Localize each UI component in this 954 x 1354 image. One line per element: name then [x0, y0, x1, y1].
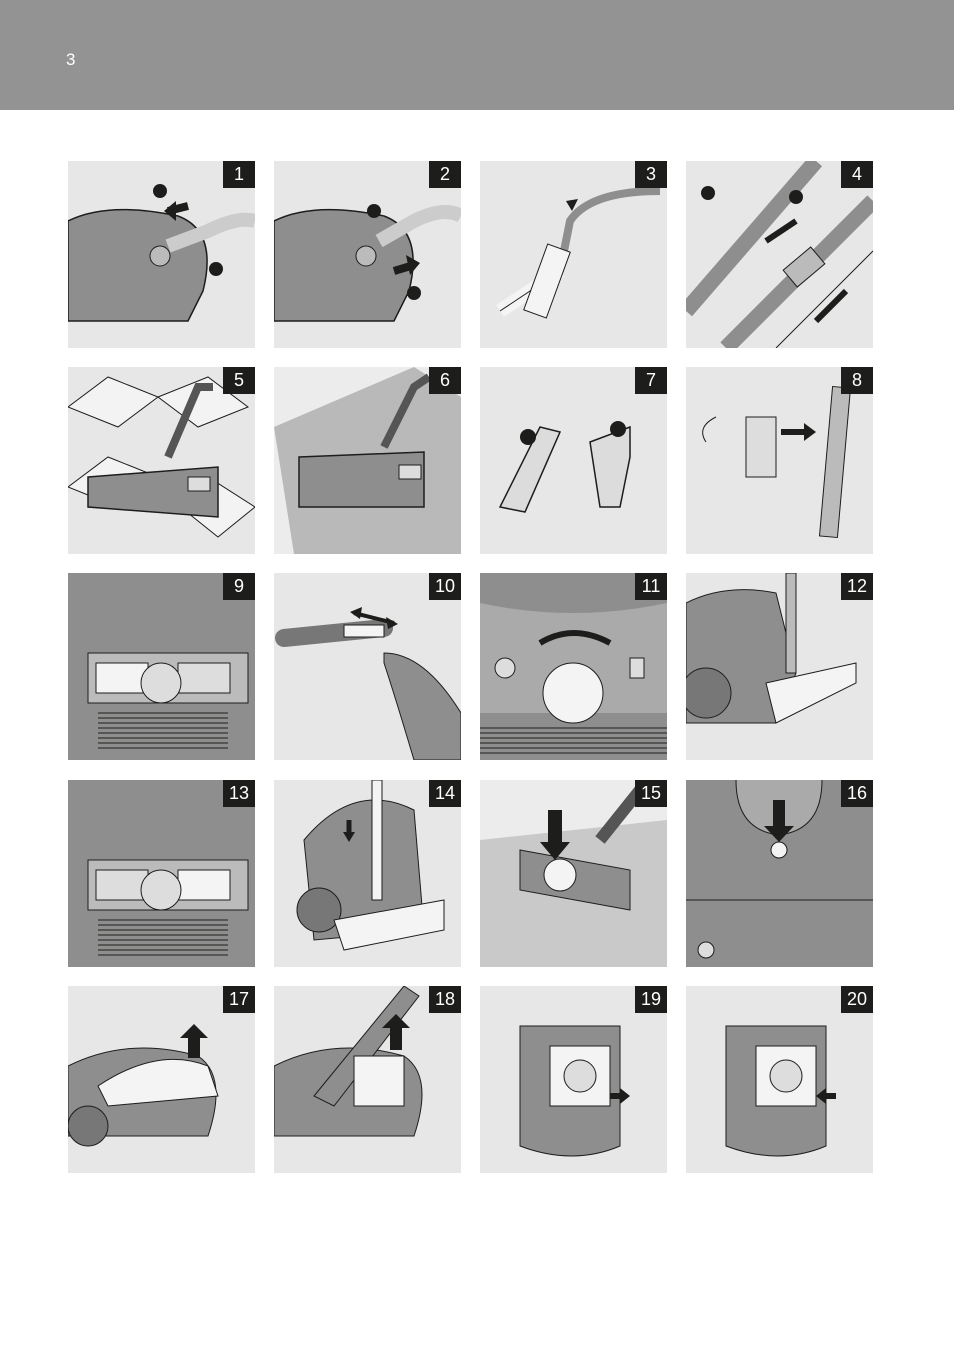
remove-bag-holder-illustration — [274, 986, 461, 1173]
figure-number-badge: 2 — [429, 161, 461, 188]
open-cover-illustration — [68, 986, 255, 1173]
nozzle-clean-illustration — [480, 780, 667, 967]
tube-attach-illustration — [480, 161, 667, 348]
figure-number-badge: 9 — [223, 573, 255, 600]
power-dial-illustration — [480, 573, 667, 760]
figure-number-badge: 8 — [841, 367, 873, 394]
figure-number-badge: 3 — [635, 161, 667, 188]
figure-number-badge: 16 — [841, 780, 873, 807]
accessory-nozzles-illustration — [480, 367, 667, 554]
figure-panel: 5 — [68, 367, 255, 554]
figure-panel: 10 — [274, 573, 461, 760]
figure-panel: 9 — [68, 573, 255, 760]
figure-number-badge: 7 — [635, 367, 667, 394]
figure-number-badge: 5 — [223, 367, 255, 394]
figure-number-badge: 11 — [635, 573, 667, 600]
figure-panel: 13 — [68, 780, 255, 967]
telescopic-tube-illustration — [686, 161, 873, 348]
figure-panel: 15 — [480, 780, 667, 967]
figure-panel: 11 — [480, 573, 667, 760]
figure-panel: 14 — [274, 780, 461, 967]
storage-slot-illustration — [274, 780, 461, 967]
insert-bag-illustration — [686, 986, 873, 1173]
figure-panel: 1 — [68, 161, 255, 348]
figure-panel: 6 — [274, 367, 461, 554]
power-button-illustration — [68, 573, 255, 760]
airflow-slider-illustration — [274, 573, 461, 760]
hose-connect-illustration — [68, 161, 255, 348]
figure-panel: 16 — [686, 780, 873, 967]
figure-number-badge: 19 — [635, 986, 667, 1013]
figure-number-badge: 13 — [223, 780, 255, 807]
bag-indicator-illustration — [686, 780, 873, 967]
figure-panel: 20 — [686, 986, 873, 1173]
parking-slot-illustration — [686, 573, 873, 760]
figure-number-badge: 15 — [635, 780, 667, 807]
figure-number-badge: 4 — [841, 161, 873, 188]
figure-panel: 19 — [480, 986, 667, 1173]
figure-number-badge: 1 — [223, 161, 255, 188]
figure-number-badge: 14 — [429, 780, 461, 807]
accessory-clip-illustration — [686, 367, 873, 554]
figure-panel: 18 — [274, 986, 461, 1173]
nozzle-hard-floor-illustration — [68, 367, 255, 554]
figure-number-badge: 20 — [841, 986, 873, 1013]
figure-number-badge: 6 — [429, 367, 461, 394]
figure-number-badge: 12 — [841, 573, 873, 600]
figure-panel: 2 — [274, 161, 461, 348]
figure-number-badge: 18 — [429, 986, 461, 1013]
nozzle-carpet-illustration — [274, 367, 461, 554]
figure-panel: 12 — [686, 573, 873, 760]
figure-panel: 4 — [686, 161, 873, 348]
cord-rewind-illustration — [68, 780, 255, 967]
figure-panel: 17 — [68, 986, 255, 1173]
figure-panel: 3 — [480, 161, 667, 348]
hose-disconnect-illustration — [274, 161, 461, 348]
figure-number-badge: 10 — [429, 573, 461, 600]
figure-panel: 7 — [480, 367, 667, 554]
figure-panel: 8 — [686, 367, 873, 554]
remove-bag-illustration — [480, 986, 667, 1173]
figure-number-badge: 17 — [223, 986, 255, 1013]
